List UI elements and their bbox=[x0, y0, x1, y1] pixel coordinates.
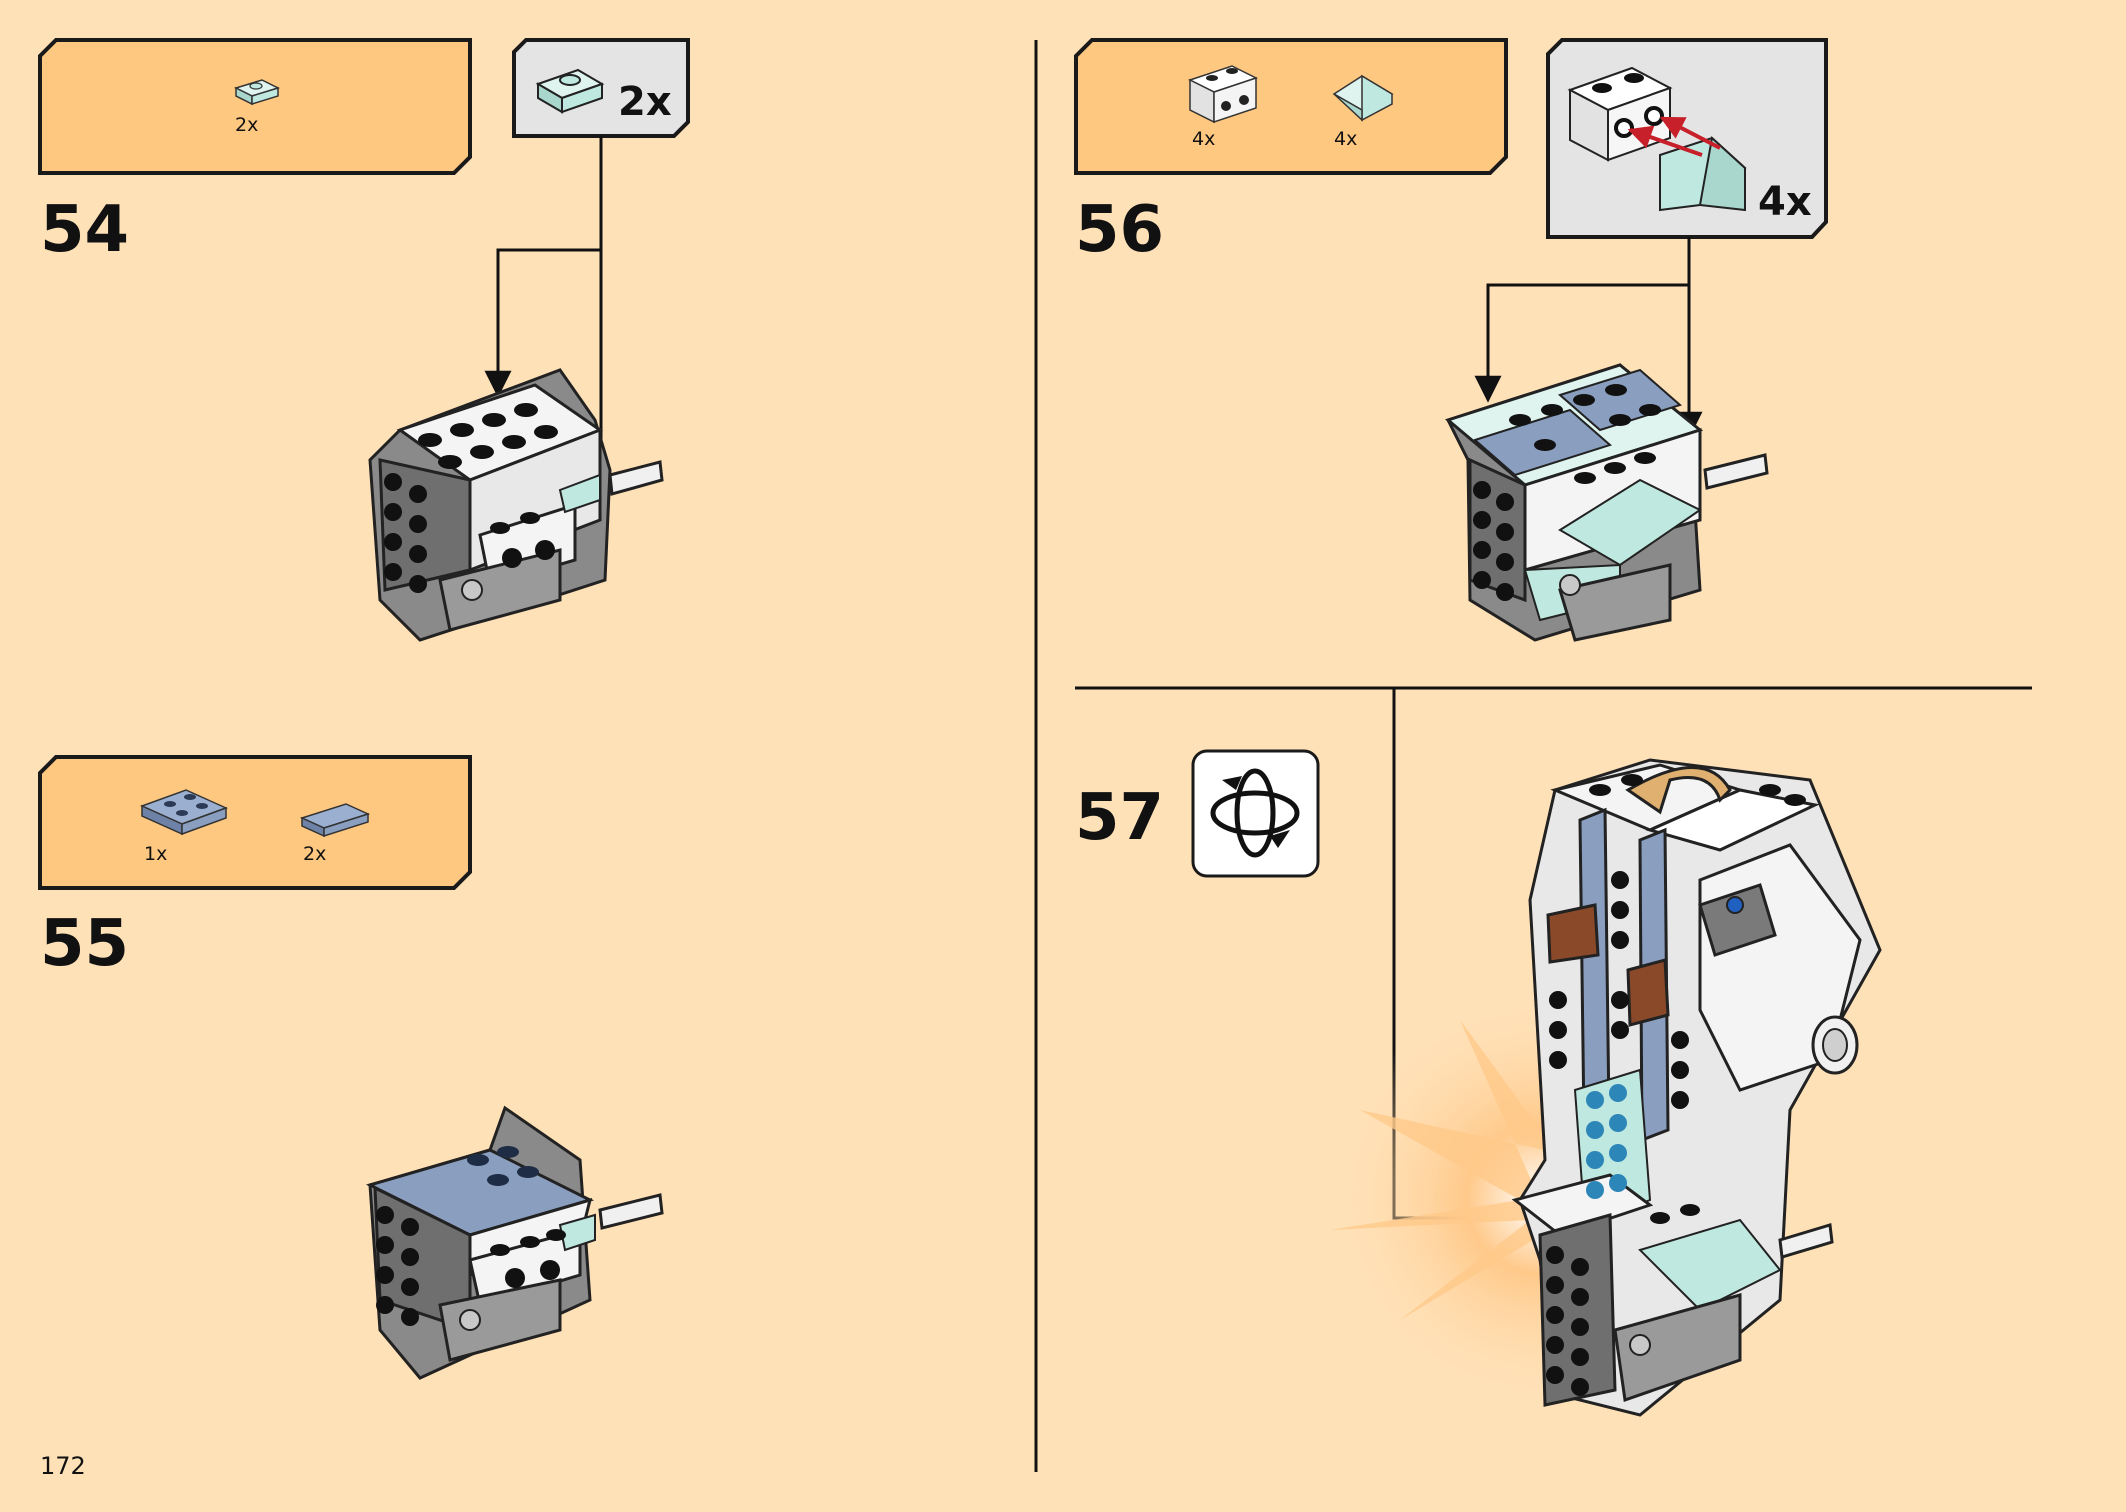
page-number: 172 bbox=[40, 1452, 86, 1480]
brick-with-slope-assembly-icon bbox=[1567, 66, 1747, 212]
parts-box-54 bbox=[38, 38, 472, 175]
part-qty-55-a: 1x bbox=[144, 843, 168, 865]
model-step-56 bbox=[1444, 363, 1769, 642]
parts-box-55 bbox=[38, 755, 472, 890]
model-step-55 bbox=[365, 1105, 664, 1380]
step-number-56: 56 bbox=[1075, 193, 1165, 267]
step-number-57: 57 bbox=[1075, 781, 1165, 855]
sand-blue-plate-2x2-icon bbox=[140, 789, 228, 836]
sand-green-plate-1x1-icon bbox=[233, 79, 281, 106]
model-step-54 bbox=[368, 368, 664, 642]
rotate-model-icon bbox=[1191, 749, 1320, 878]
white-brick-1x2-icon bbox=[1188, 65, 1258, 124]
model-step-57 bbox=[1511, 758, 1882, 1417]
part-qty-56-a: 4x bbox=[1192, 128, 1216, 150]
step-number-54: 54 bbox=[40, 193, 130, 267]
callout-box-56 bbox=[1546, 38, 1828, 239]
callout-box-54 bbox=[512, 38, 690, 138]
assembly-arrows-56 bbox=[1474, 237, 1703, 439]
callout-qty-54: 2x bbox=[618, 79, 672, 125]
sand-green-plate-1x1-icon bbox=[535, 68, 605, 114]
callout-qty-56: 4x bbox=[1758, 179, 1812, 225]
part-qty-54-a: 2x bbox=[235, 114, 259, 136]
part-qty-56-b: 4x bbox=[1334, 128, 1358, 150]
sand-green-slope-icon bbox=[1332, 74, 1394, 122]
parts-box-56 bbox=[1074, 38, 1508, 175]
sand-blue-tile-1x2-icon bbox=[299, 803, 371, 838]
step-number-55: 55 bbox=[40, 907, 130, 981]
part-qty-55-b: 2x bbox=[303, 843, 327, 865]
